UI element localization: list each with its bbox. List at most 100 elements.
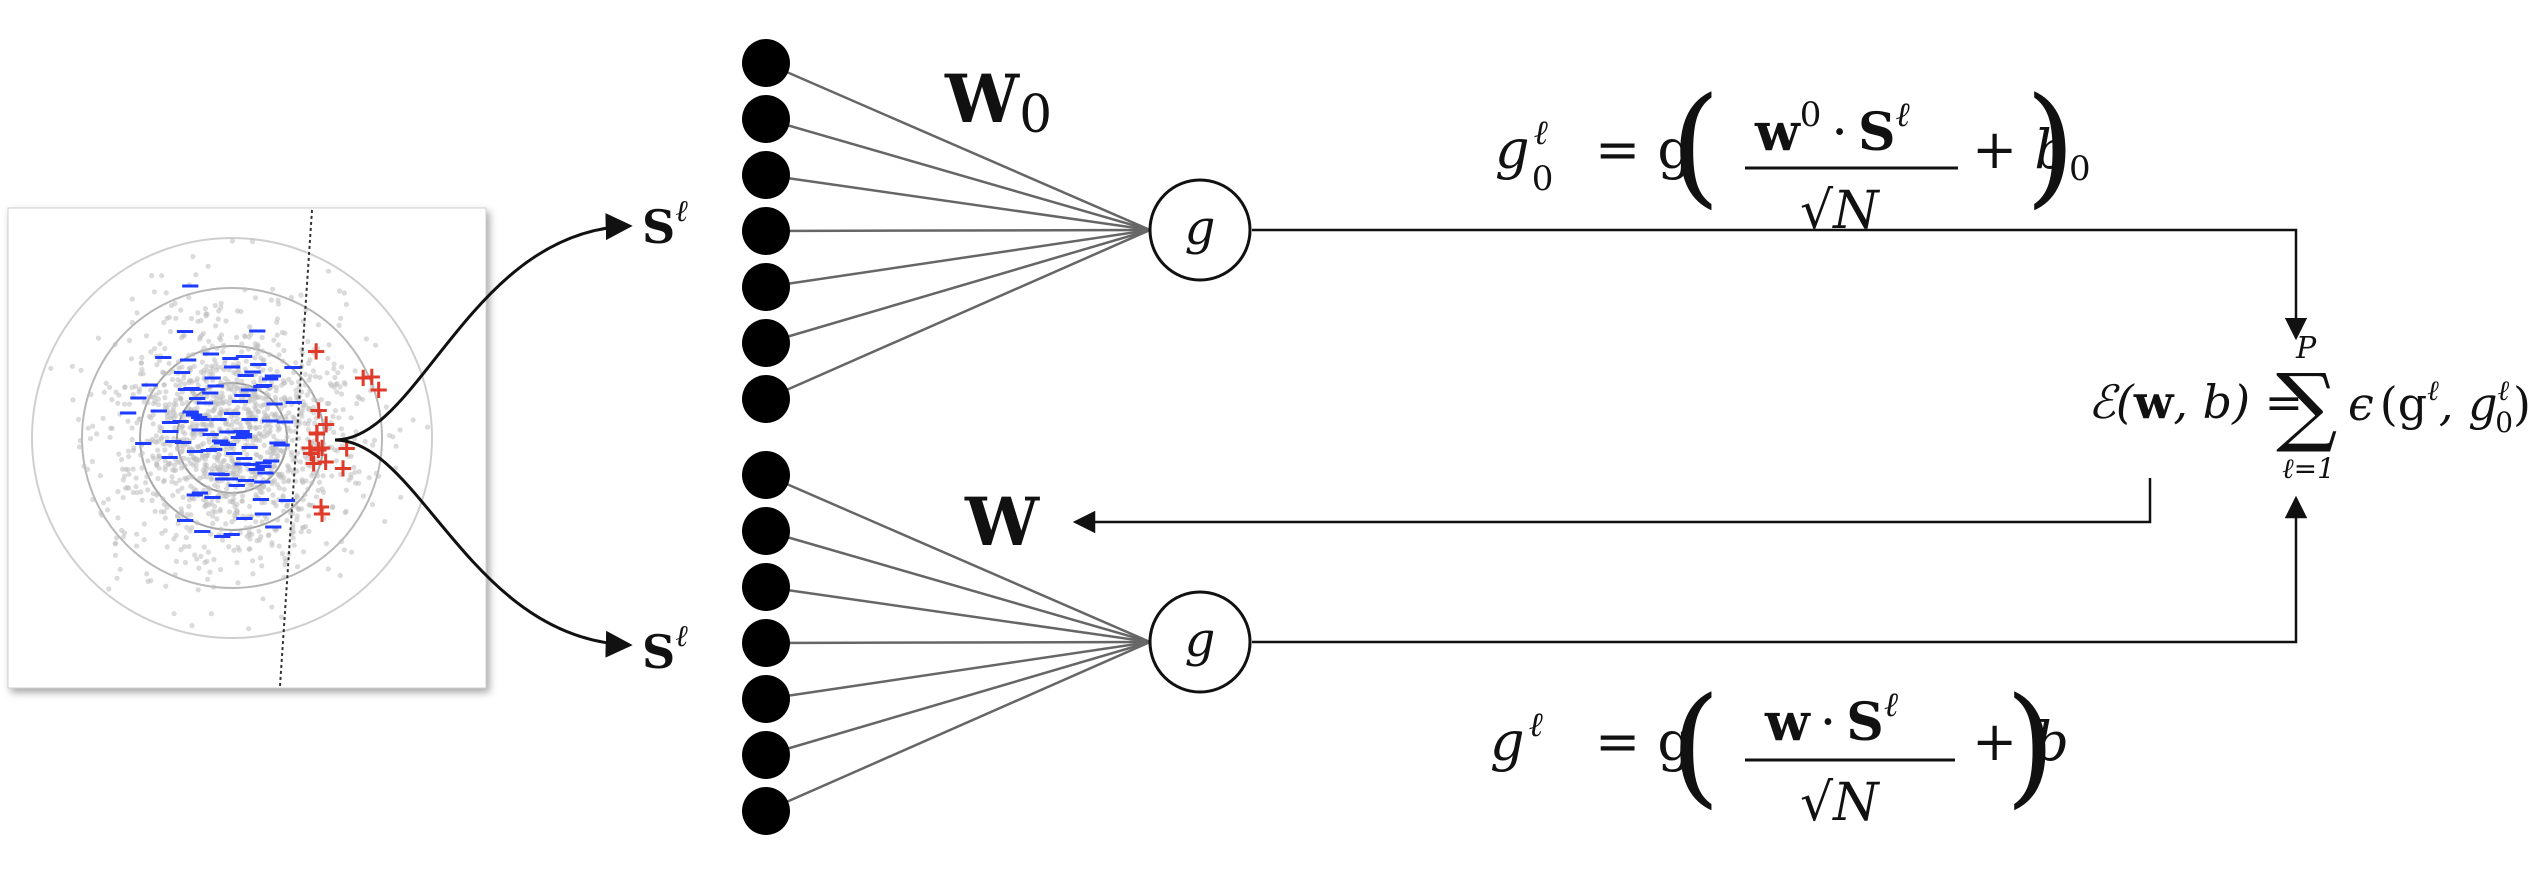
negative-point: −: [191, 404, 213, 434]
background-point: [298, 292, 304, 298]
background-point: [178, 506, 184, 512]
student-edge: [765, 473, 1151, 644]
background-point: [282, 380, 288, 386]
background-point: [314, 473, 321, 479]
background-point: [270, 373, 276, 379]
background-point: [150, 421, 156, 427]
background-point: [311, 410, 317, 416]
background-point: [352, 469, 358, 475]
background-point: [180, 333, 186, 339]
background-point: [373, 342, 379, 348]
background-point: [87, 436, 94, 442]
background-point: [284, 501, 291, 507]
background-point: [194, 458, 200, 464]
background-point: [173, 397, 179, 403]
background-point: [199, 348, 205, 354]
background-point: [259, 500, 265, 506]
background-point: [186, 543, 192, 550]
teacher-eq-numerator: w0·Sℓ: [1754, 95, 1910, 163]
background-point: [237, 475, 243, 481]
negative-point: −: [174, 317, 196, 347]
background-point: [229, 386, 235, 392]
background-point: [138, 489, 144, 495]
background-point: [223, 421, 229, 427]
background-point: [187, 407, 193, 413]
background-point: [173, 558, 179, 565]
background-point: [178, 307, 184, 313]
background-point: [247, 536, 253, 542]
background-point: [267, 470, 273, 476]
background-point: [122, 384, 128, 390]
background-point: [199, 392, 205, 398]
bottom-input-label: Sℓ: [642, 619, 688, 679]
background-point: [160, 369, 166, 375]
background-point: [200, 497, 207, 503]
background-point: [319, 506, 325, 512]
background-point: [100, 500, 107, 506]
negative-point: −: [271, 430, 293, 460]
background-point: [218, 409, 224, 416]
negative-point: −: [239, 405, 261, 435]
background-point: [178, 547, 184, 553]
background-point: [259, 419, 265, 425]
background-point: [156, 438, 162, 444]
background-point: [252, 371, 258, 377]
background-point: [202, 502, 208, 509]
background-point: [213, 361, 219, 367]
student-edge: [765, 640, 1151, 645]
background-point: [352, 368, 358, 374]
background-point: [212, 503, 218, 509]
background-point: [172, 300, 178, 307]
background-point: [154, 362, 160, 368]
background-point: [178, 396, 184, 402]
background-point: [146, 413, 152, 419]
negative-point: −: [211, 460, 233, 490]
background-point: [354, 401, 360, 407]
background-point: [275, 297, 281, 303]
background-point: [157, 341, 163, 347]
background-point: [139, 497, 145, 503]
background-point: [321, 441, 327, 447]
background-point: [218, 526, 224, 532]
background-point: [212, 482, 218, 488]
background-point: [300, 524, 306, 531]
background-point: [340, 407, 346, 413]
background-point: [208, 476, 214, 482]
background-point: [179, 401, 186, 407]
background-point: [252, 473, 258, 479]
background-point: [182, 418, 189, 424]
background-point: [317, 510, 323, 516]
background-point: [235, 433, 241, 439]
background-point: [257, 454, 264, 460]
background-point: [231, 450, 237, 456]
background-point: [218, 532, 224, 538]
negative-point: −: [152, 343, 174, 373]
background-point: [226, 401, 232, 407]
background-point: [214, 516, 220, 522]
background-point: [277, 474, 283, 480]
background-point: [247, 425, 253, 431]
negative-point: −: [283, 388, 305, 418]
background-point: [213, 432, 219, 438]
background-point: [231, 468, 237, 474]
background-point: [172, 425, 178, 431]
background-point: [310, 350, 317, 356]
negative-point: −: [206, 459, 228, 489]
background-point: [243, 358, 249, 364]
background-point: [279, 498, 285, 504]
background-point: [103, 380, 109, 386]
background-point: [126, 401, 132, 407]
background-point: [303, 402, 309, 408]
background-point: [223, 318, 229, 324]
background-point: [76, 444, 82, 450]
background-point: [258, 355, 264, 361]
background-point: [117, 411, 123, 417]
background-point: [129, 436, 135, 443]
background-point: [356, 480, 362, 486]
background-point: [188, 451, 194, 457]
student-edge: [765, 529, 1151, 644]
background-point: [356, 469, 362, 475]
background-point: [299, 506, 305, 512]
background-point: [220, 400, 226, 406]
